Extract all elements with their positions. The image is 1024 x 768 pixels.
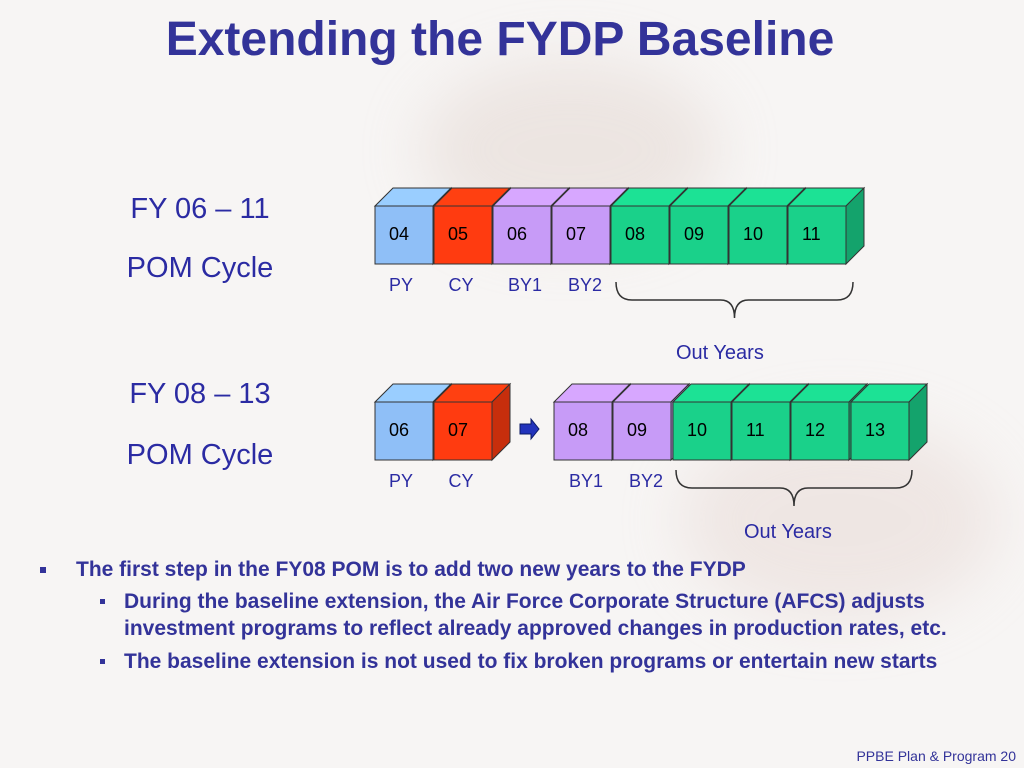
year-box-08-front <box>553 401 613 461</box>
year-box-07-front <box>433 401 493 461</box>
cycle-1-tag-by2: BY2 <box>568 275 602 295</box>
year-box-04-label: 04 <box>389 224 409 244</box>
bullet-text: The first step in the FY08 POM is to add… <box>76 558 746 581</box>
sub-bullet-item: The baseline extension is not used to fi… <box>80 648 994 675</box>
cycle-2-tag-py: PY <box>389 471 413 491</box>
year-box-07-label: 07 <box>448 420 468 440</box>
year-box-10-front <box>672 401 732 461</box>
cycle-1-tag-by1: BY1 <box>508 275 542 295</box>
year-box-11-label: 11 <box>802 224 821 244</box>
cycle-2-pom-label: POM Cycle <box>126 439 274 471</box>
bullet-item: The first step in the FY08 POM is to add… <box>34 555 994 675</box>
footer-page-label: PPBE Plan & Program 20 <box>856 748 1016 764</box>
year-box-10-label: 10 <box>743 224 763 244</box>
year-box-06-front <box>374 401 434 461</box>
year-box-09-label: 09 <box>627 420 647 440</box>
year-box-11-label: 11 <box>746 420 765 440</box>
year-box-11-front <box>787 205 847 265</box>
year-box-08-front <box>610 205 670 265</box>
year-box-04-front <box>374 205 434 265</box>
sub-bullet-list: During the baseline extension, the Air F… <box>76 588 994 675</box>
year-box-11-front <box>731 401 791 461</box>
year-box-06-label: 06 <box>389 420 409 440</box>
year-box-06-front <box>492 205 552 265</box>
year-box-07-label: 07 <box>566 224 586 244</box>
year-box-13-front <box>850 401 910 461</box>
year-box-12-front <box>790 401 850 461</box>
cycle-2-out-years-label: Out Years <box>744 521 832 543</box>
cycle-2-tag-by2: BY2 <box>629 471 663 491</box>
sub-bullet-item: During the baseline extension, the Air F… <box>80 588 994 642</box>
cycle-2-out-years-brace <box>675 469 913 507</box>
year-box-09-front <box>669 205 729 265</box>
bullet-list: The first step in the FY08 POM is to add… <box>34 555 994 681</box>
slide-title: Extending the FYDP Baseline <box>165 13 835 66</box>
year-box-08-label: 08 <box>625 224 645 244</box>
cycle-2-tag-cy: CY <box>448 471 473 491</box>
cycle-1-pom-label: POM Cycle <box>126 252 274 284</box>
year-box-13-label: 13 <box>865 420 885 440</box>
year-box-07-front <box>551 205 611 265</box>
year-box-12-label: 12 <box>805 420 825 440</box>
cycle-1-out-years-brace <box>615 281 854 319</box>
year-box-05-label: 05 <box>448 224 468 244</box>
year-box-10-front <box>728 205 788 265</box>
year-box-06-label: 06 <box>507 224 527 244</box>
year-box-09-front <box>612 401 672 461</box>
cycle-1-out-years-label: Out Years <box>676 342 764 364</box>
cycle-1-tag-cy: CY <box>448 275 473 295</box>
cycle-2-fy-label: FY 08 – 13 <box>129 378 271 410</box>
year-box-10-label: 10 <box>687 420 707 440</box>
cycle-2-tag-by1: BY1 <box>569 471 603 491</box>
year-box-05-front <box>433 205 493 265</box>
right-arrow-icon <box>519 417 540 441</box>
year-box-09-label: 09 <box>684 224 704 244</box>
cycle-1-tag-py: PY <box>389 275 413 295</box>
year-box-08-label: 08 <box>568 420 588 440</box>
cycle-1-fy-label: FY 06 – 11 <box>130 193 270 225</box>
